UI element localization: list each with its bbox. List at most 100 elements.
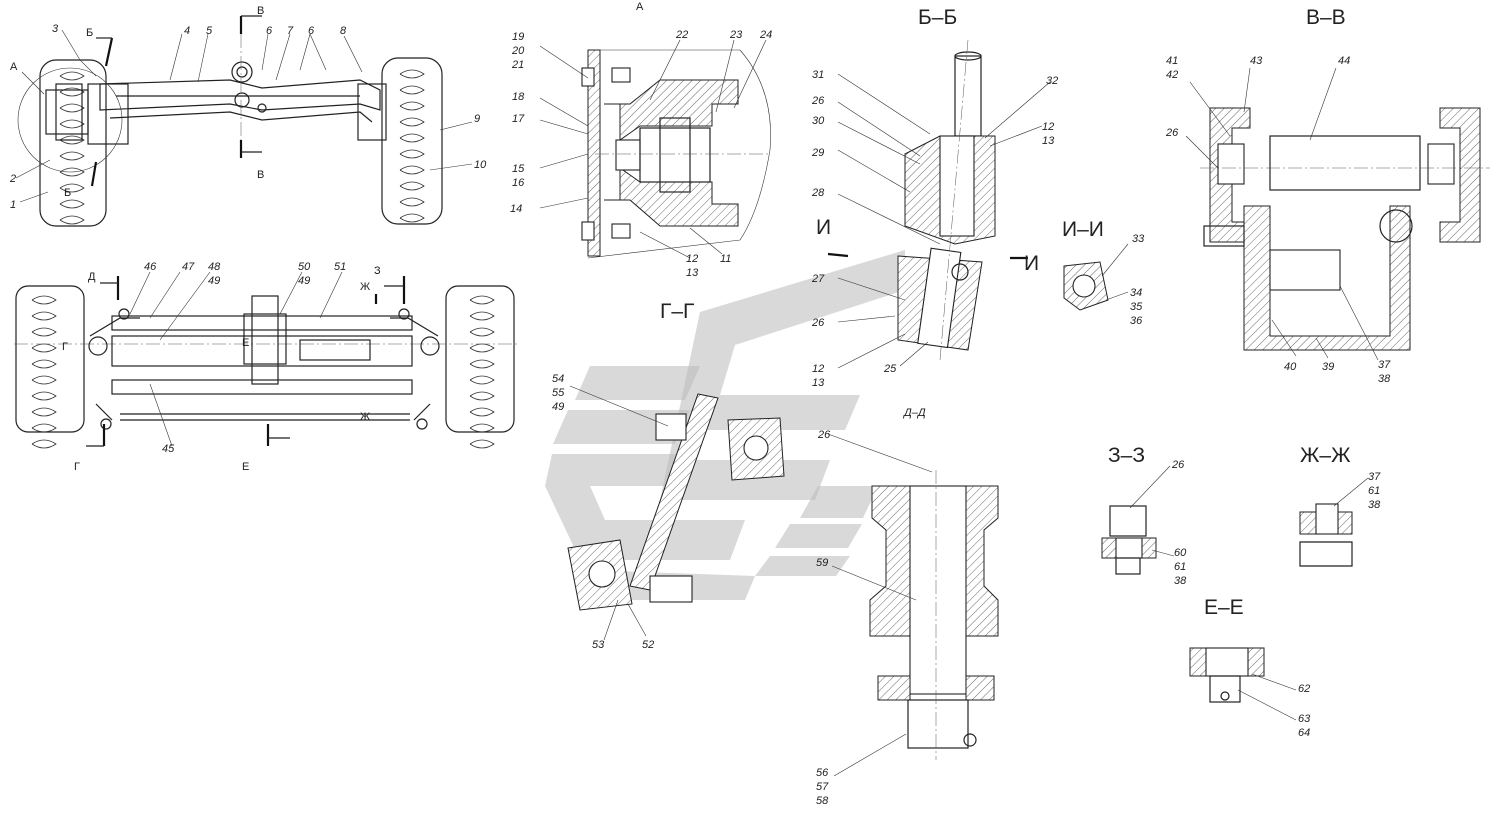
label-12b: 12	[1042, 121, 1054, 133]
callouts-section-bb: 31 26 30 29 28 32 12 13 27 26 12 13 25 И…	[811, 69, 1058, 389]
label-52: 52	[642, 639, 654, 651]
callouts-top-view: 46 47 48 49 50 49 51 45 Д Г Г Е Е Ж Ж З	[62, 261, 381, 473]
callouts-section-zhzh: 37 61 38	[1368, 471, 1381, 511]
section-dd-title: Д–Д	[902, 407, 926, 419]
label-30: 30	[812, 115, 825, 127]
cut-letter-d: Д	[88, 271, 96, 283]
label-26a: 26	[811, 95, 825, 107]
cut-letter-b-top: Б	[86, 27, 93, 39]
label-38a: 38	[1378, 373, 1391, 385]
label-42: 42	[1166, 69, 1178, 81]
cut-letter-i-right: И	[1024, 252, 1039, 275]
cut-letter-zh-top: Ж	[360, 281, 370, 293]
cut-letter-a: А	[10, 61, 18, 73]
label-4: 4	[184, 25, 190, 37]
label-6a: 6	[266, 25, 273, 37]
label-8: 8	[340, 25, 347, 37]
label-32: 32	[1046, 75, 1058, 87]
view-a-hub-detail: А	[539, 1, 771, 259]
label-58: 58	[816, 795, 829, 807]
label-43: 43	[1250, 55, 1263, 67]
section-gg-title: Г–Г	[660, 300, 694, 323]
label-24: 24	[759, 29, 772, 41]
axle-front-view	[15, 15, 473, 227]
label-63: 63	[1298, 713, 1311, 725]
label-49a: 49	[208, 275, 220, 287]
label-44: 44	[1338, 55, 1350, 67]
label-50: 50	[298, 261, 311, 273]
label-33: 33	[1132, 233, 1145, 245]
cut-letter-v-bottom: В	[257, 169, 264, 181]
label-49b: 49	[298, 275, 310, 287]
axle-top-view	[14, 271, 520, 449]
label-48: 48	[208, 261, 221, 273]
label-5: 5	[206, 25, 213, 37]
label-26d: 26	[817, 429, 831, 441]
label-34: 34	[1130, 287, 1142, 299]
label-46: 46	[144, 261, 157, 273]
label-64: 64	[1298, 727, 1310, 739]
label-41: 41	[1166, 55, 1178, 67]
label-38b: 38	[1174, 575, 1187, 587]
section-ee-title: Е–Е	[1204, 596, 1244, 619]
cut-letter-b-bottom: Б	[64, 187, 71, 199]
label-22: 22	[675, 29, 688, 41]
cut-letter-zh-bottom: Ж	[360, 411, 370, 423]
label-13b: 13	[1042, 135, 1055, 147]
label-13c: 13	[812, 377, 825, 389]
label-49c: 49	[552, 401, 564, 413]
cut-letter-z: З	[374, 265, 381, 277]
label-37a: 37	[1378, 359, 1391, 371]
label-51: 51	[334, 261, 346, 273]
label-27: 27	[811, 273, 825, 285]
label-2: 2	[9, 173, 16, 185]
label-56: 56	[816, 767, 829, 779]
callouts-section-gg: 54 55 49 53 52	[552, 373, 654, 651]
label-3: 3	[52, 23, 59, 35]
label-28: 28	[811, 187, 825, 199]
label-31: 31	[812, 69, 824, 81]
cut-letter-e-bottom: Е	[242, 461, 249, 473]
callouts-section-dd: 26 59 56 57 58	[816, 429, 831, 807]
section-ii-title: И–И	[1062, 218, 1104, 241]
section-bb-kingpin: Б–Б	[827, 6, 1051, 369]
label-23: 23	[729, 29, 743, 41]
callouts-section-vv: 41 42 43 44 26 40 39 37 38	[1165, 55, 1391, 385]
label-35: 35	[1130, 301, 1143, 313]
label-15: 15	[512, 163, 525, 175]
cut-letter-v-top: В	[257, 5, 264, 17]
label-55: 55	[552, 387, 565, 399]
callouts-section-zz: 26 60 61 38	[1171, 459, 1187, 587]
section-vv-pivot: В–В	[1185, 6, 1490, 361]
label-47: 47	[182, 261, 195, 273]
section-ee: Е–Е	[1189, 596, 1297, 721]
label-21: 21	[511, 59, 524, 71]
label-13a: 13	[686, 267, 699, 279]
label-40: 40	[1284, 361, 1297, 373]
view-a-title: А	[636, 1, 644, 13]
section-bb-title: Б–Б	[918, 6, 957, 29]
label-25: 25	[883, 363, 897, 375]
label-38c: 38	[1368, 499, 1381, 511]
section-zz-title: З–З	[1108, 444, 1145, 467]
label-39: 39	[1322, 361, 1334, 373]
label-61a: 61	[1174, 561, 1186, 573]
section-vv-title: В–В	[1306, 6, 1346, 29]
label-12a: 12	[686, 253, 698, 265]
label-11: 11	[720, 253, 731, 265]
label-10: 10	[474, 159, 487, 171]
cut-letter-g-top: Г	[62, 341, 68, 353]
section-zz: З–З	[1101, 444, 1175, 575]
label-61b: 61	[1368, 485, 1380, 497]
cut-letter-i-left: И	[816, 216, 831, 239]
label-37b: 37	[1368, 471, 1381, 483]
label-12c: 12	[812, 363, 824, 375]
callouts-view-a: 19 20 21 18 17 15 16 14 22 23 24 11 12 1…	[510, 29, 772, 279]
label-45: 45	[162, 443, 175, 455]
label-14: 14	[510, 203, 522, 215]
label-17: 17	[512, 113, 525, 125]
label-59: 59	[816, 557, 828, 569]
label-26b: 26	[811, 317, 825, 329]
section-zhzh: Ж–Ж	[1299, 444, 1369, 567]
